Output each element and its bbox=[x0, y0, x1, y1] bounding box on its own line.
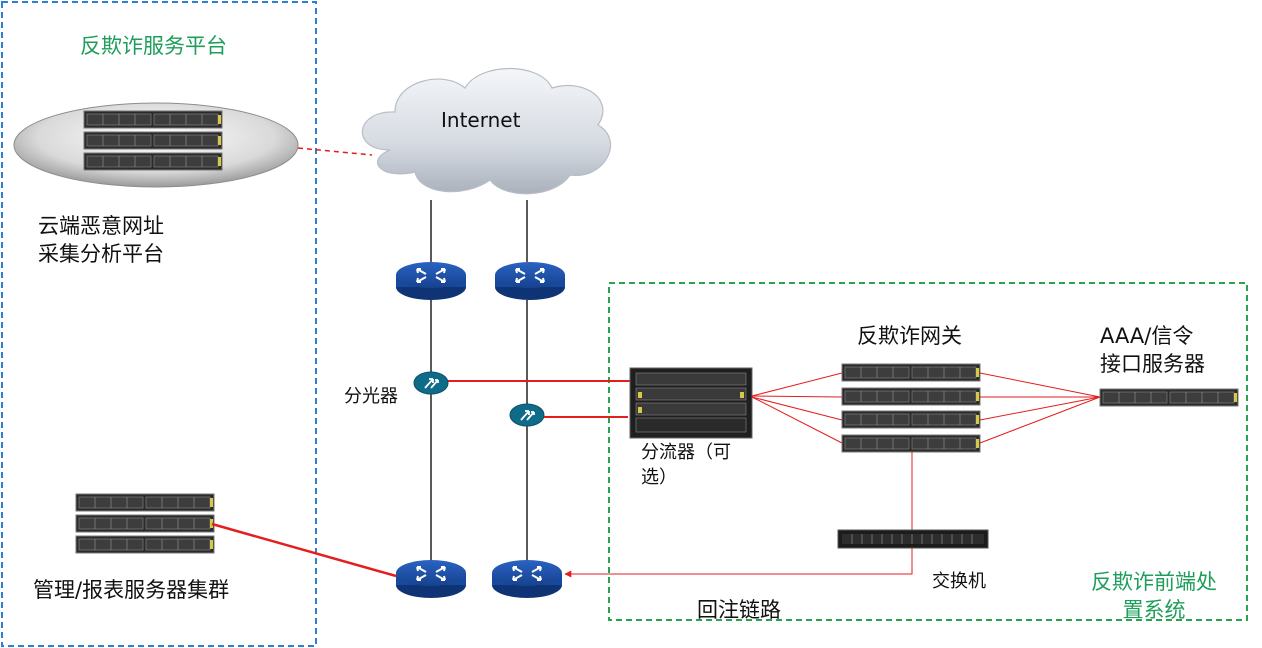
cloud-link-dashed bbox=[297, 147, 373, 156]
shunt-label: 分流器（可 选） bbox=[641, 442, 731, 488]
splitter-left-icon bbox=[413, 371, 449, 395]
router-bottom-left-icon bbox=[395, 559, 467, 599]
switch-label: 交换机 bbox=[932, 571, 986, 592]
cloud-platform-label: 云端恶意网址 采集分析平台 bbox=[38, 214, 164, 266]
report-router-link bbox=[211, 522, 397, 578]
router-top-right-icon bbox=[494, 261, 566, 301]
frontend-system-box bbox=[608, 282, 1248, 621]
splitter-right-icon bbox=[509, 403, 545, 427]
aaa-server-icon bbox=[1099, 388, 1239, 407]
aaa-label: AAA/信令 接口服务器 bbox=[1100, 324, 1205, 376]
report-cluster-label: 管理/报表服务器集群 bbox=[33, 578, 230, 602]
gateway-aaa-links bbox=[979, 372, 1101, 444]
injection-link-label: 回注链路 bbox=[697, 598, 781, 622]
anti-fraud-gateway-icon bbox=[841, 363, 981, 453]
switch-icon bbox=[837, 529, 989, 549]
frontend-system-title: 反欺诈前端处 置系统 bbox=[1091, 570, 1217, 622]
internet-cloud-icon bbox=[361, 68, 611, 195]
router-top-left-icon bbox=[395, 261, 467, 301]
splitter-label: 分光器 bbox=[344, 386, 398, 407]
injection-link-arrow bbox=[564, 548, 913, 578]
cloud-platform-icon bbox=[13, 102, 299, 188]
report-server-cluster-icon bbox=[75, 493, 215, 554]
gateway-label: 反欺诈网关 bbox=[857, 324, 962, 348]
router-bottom-right-icon bbox=[491, 559, 563, 599]
shunt-device-icon bbox=[629, 367, 753, 439]
anti-fraud-platform-title: 反欺诈服务平台 bbox=[80, 34, 227, 58]
anti-fraud-platform-box bbox=[1, 1, 317, 647]
shunt-gateway-links bbox=[751, 372, 843, 444]
internet-label: Internet bbox=[441, 108, 521, 132]
